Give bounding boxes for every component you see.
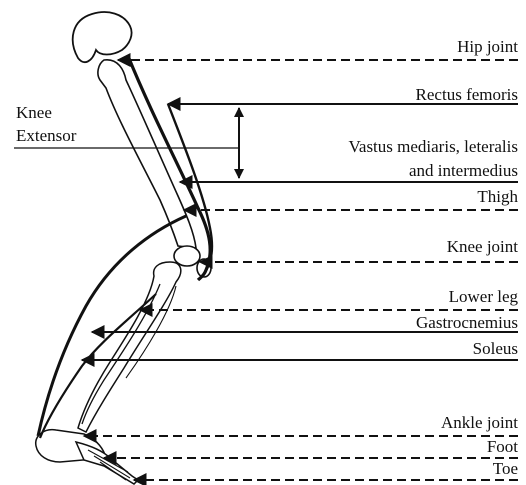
label-soleus: Soleus (473, 340, 518, 358)
label-rectus-femoris: Rectus femoris (416, 86, 518, 104)
rectus-femoris-muscle (128, 56, 210, 280)
gastrocnemius-muscle (38, 216, 186, 436)
label-knee-joint: Knee joint (447, 238, 518, 256)
label-lower-leg: Lower leg (449, 288, 518, 306)
label-hip-joint: Hip joint (457, 38, 518, 56)
label-ankle-joint: Ankle joint (441, 414, 518, 432)
label-knee-extensor-line2: Extensor (16, 127, 76, 145)
label-vastus-line2: and intermedius (409, 162, 518, 180)
label-foot: Foot (487, 438, 518, 456)
pelvis-bone (73, 12, 132, 62)
label-vastus-line1: Vastus mediaris, leteralis (349, 138, 519, 156)
tibia-fibula-bones (78, 262, 181, 432)
label-toe: Toe (493, 460, 518, 478)
label-gastrocnemius: Gastrocnemius (416, 314, 518, 332)
label-knee-extensor-line1: Knee (16, 104, 52, 122)
label-thigh: Thigh (477, 188, 518, 206)
foot-bones (36, 430, 138, 484)
